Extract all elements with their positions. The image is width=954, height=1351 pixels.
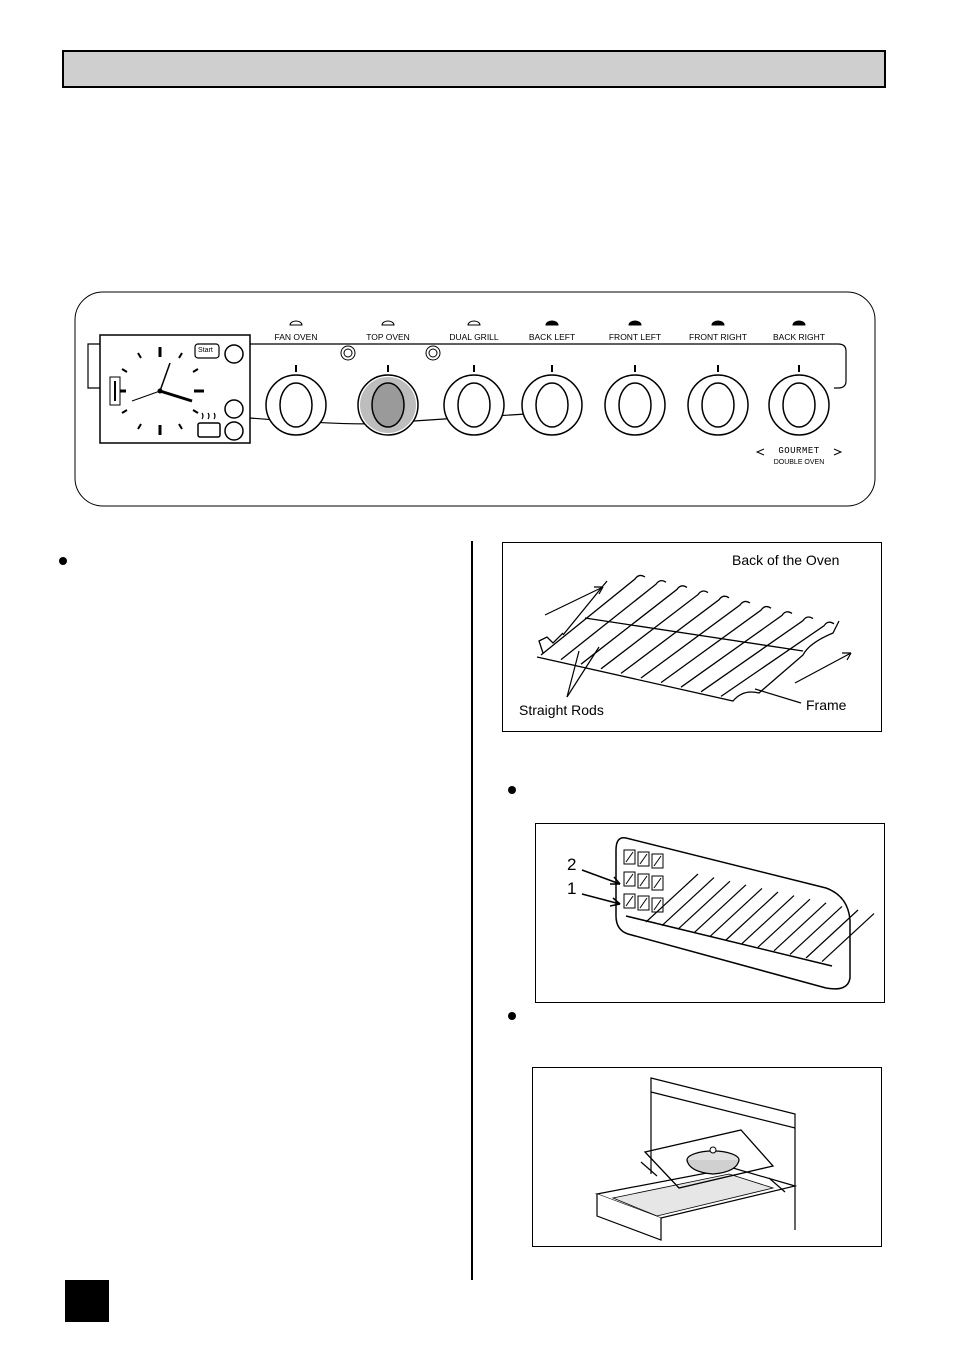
knob-label: FAN OVEN [274,332,318,342]
clock-face [109,347,204,435]
knob-back-left [521,320,583,436]
bullet-left [59,557,67,565]
runner-shelf-rod [757,898,811,948]
shelf-figure: Back of the Oven Straight Rods Frame [502,542,882,732]
runner-slot-diagonal [639,875,648,887]
knob-label: DUAL GRILL [449,332,499,342]
runner-slot [637,895,650,911]
runner-shelf-rod [773,902,827,952]
runner-slot [637,873,650,889]
knob-label: BACK RIGHT [773,332,825,342]
knob-top-oven [357,320,419,436]
runner-shelf-rod [741,895,795,945]
runner-shelf-rod [725,891,779,941]
knob-front-right [687,320,749,436]
bullet-runners [508,786,516,794]
brand-name: GOURMET [778,446,820,456]
frame-label: Frame [806,697,847,713]
shelf-rod [560,579,667,661]
runner-slot [651,853,664,869]
knob-label: BACK LEFT [528,332,576,342]
shelf-rod [700,616,814,693]
hotplate-front-left-icon [628,320,642,326]
oven-shelf-insert-figure [532,1067,882,1247]
brand-arrows [755,448,843,456]
hotplate-back-right-icon [792,320,806,326]
runner-shelf-rod [693,884,747,934]
hotplate-front-right-icon [711,320,725,326]
runner-level-1: 1 [567,879,577,898]
runners-drawing [581,837,875,990]
runner-level-2: 2 [567,855,577,874]
runner-shelf-rod [645,873,699,923]
knob-fan-oven [265,320,327,436]
runner-shelf-rod [821,913,875,963]
back-of-oven-label: Back of the Oven [732,552,840,568]
shelf-rod [720,621,835,697]
runner-shelf-rod [661,877,715,927]
runner-slot-diagonal [639,853,648,865]
shelf-cross-rod [584,617,804,652]
shelf-rod [680,611,793,688]
control-panel-illustration: Start FAN OVEN TOP OVEN DUAL GRILL BACK LEF… [74,291,876,507]
grill-icon [467,320,481,326]
runner-shelf-rod [709,887,763,937]
control-panel-drawing [74,291,876,507]
shelf-rod [540,574,646,656]
knob-label: FRONT LEFT [608,332,662,342]
shelf-rod [660,605,772,684]
shelf-rod [600,590,709,670]
runner-slot-diagonal [653,899,662,911]
runner-shelf-rod [789,905,843,955]
shelf-rod [620,595,730,674]
runner-slot [623,849,636,865]
shelf-rod [580,585,688,665]
knob-back-right [768,320,830,436]
runners-figure: 2 1 [535,823,885,1003]
shelf-rod [640,600,751,679]
straight-rods-label: Straight Rods [519,702,604,718]
runner-slot [623,893,636,909]
section-header-bar [62,50,886,88]
shelf-drawing [536,574,852,704]
start-button-circle [224,344,244,364]
knob-dual-grill [443,320,505,436]
runner-slot-diagonal [625,873,634,885]
bullet-insert [508,1012,516,1020]
page-number-tab [65,1280,109,1322]
runner-slot [651,875,664,891]
runner-slot [637,851,650,867]
runner-shelf-rod [677,880,731,930]
runner-slot [623,871,636,887]
hotplate-back-left-icon [545,320,559,326]
brand-model: DOUBLE OVEN [773,459,825,466]
runner-slot-diagonal [653,855,662,867]
knob-front-left [604,320,666,436]
knob-label: TOP OVEN [366,332,410,342]
knob-label: FRONT RIGHT [689,332,747,342]
runner-shelf-rod [805,909,859,959]
fan-icon [289,320,303,326]
oven-insert-drawing [594,1077,798,1241]
runner-slot-diagonal [653,877,662,889]
top-oven-icon [381,320,395,326]
runner-slot-diagonal [625,851,634,863]
start-label: Start [198,347,213,354]
column-divider [471,541,473,1280]
runner-slot-diagonal [639,897,648,909]
runner-slot-diagonal [625,895,634,907]
